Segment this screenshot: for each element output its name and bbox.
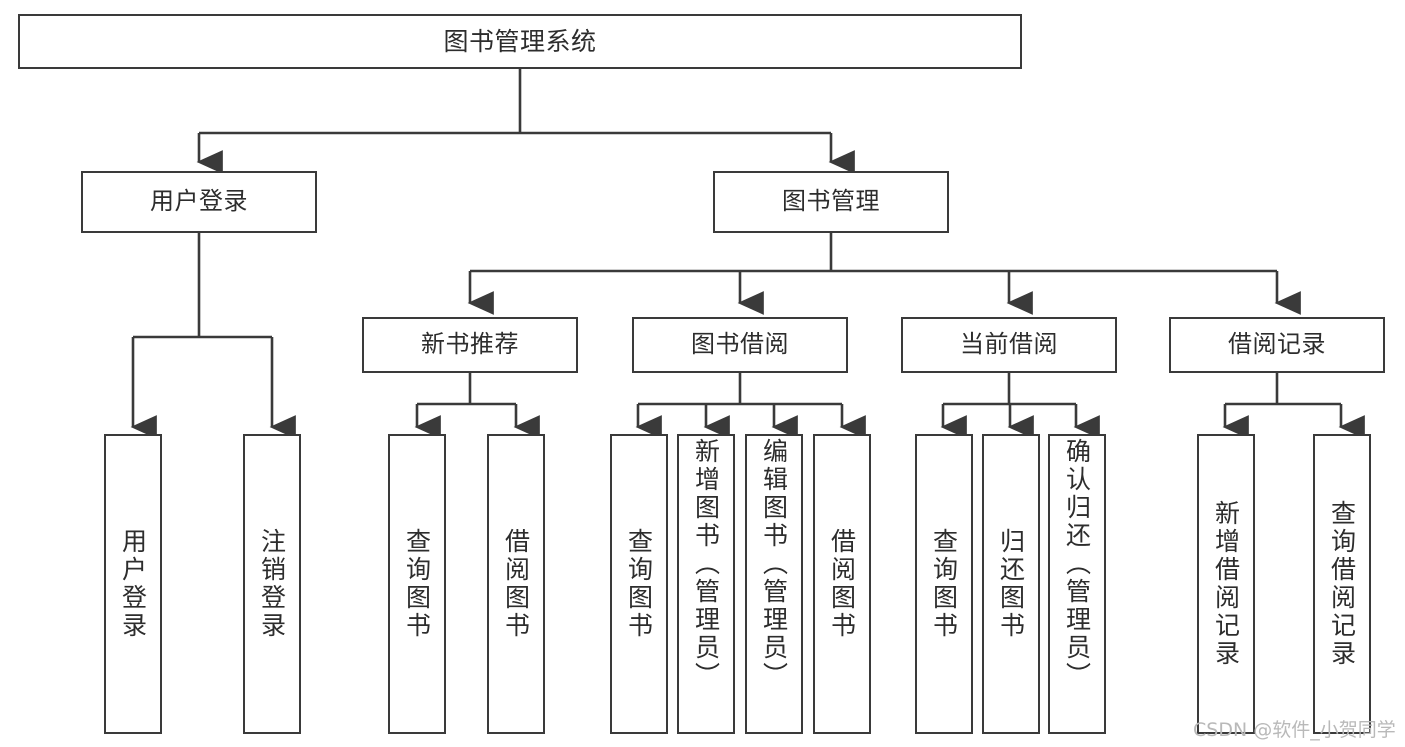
node-label: 新增借阅记录	[1211, 500, 1241, 668]
node-label: 注销登录	[257, 528, 287, 640]
leaf-new-book-borrow[interactable]: 借阅图书	[487, 434, 545, 734]
leaf-records-query[interactable]: 查询借阅记录	[1313, 434, 1371, 734]
leaf-records-add[interactable]: 新增借阅记录	[1197, 434, 1255, 734]
node-label: 查询图书	[624, 528, 654, 640]
node-label: 借阅图书	[501, 528, 531, 640]
leaf-user-login-login[interactable]: 用户登录	[104, 434, 162, 734]
node-borrow-records[interactable]: 借阅记录	[1169, 317, 1385, 373]
node-label: 借阅记录	[1228, 330, 1326, 359]
leaf-new-book-query[interactable]: 查询图书	[388, 434, 446, 734]
leaf-current-borrow-return[interactable]: 归还图书	[982, 434, 1040, 734]
node-label: 查询图书	[402, 528, 432, 640]
node-label: 当前借阅	[960, 330, 1058, 359]
leaf-book-borrow-borrow[interactable]: 借阅图书	[813, 434, 871, 734]
node-label: 图书借阅	[691, 330, 789, 359]
node-new-book-recommend[interactable]: 新书推荐	[362, 317, 578, 373]
node-label: 查询借阅记录	[1327, 500, 1357, 668]
node-label: 图书管理	[782, 187, 880, 216]
leaf-book-borrow-add-admin[interactable]: 新增图书（管理员）	[677, 434, 735, 734]
node-book-borrow[interactable]: 图书借阅	[632, 317, 848, 373]
leaf-current-borrow-query[interactable]: 查询图书	[915, 434, 973, 734]
leaf-book-borrow-query[interactable]: 查询图书	[610, 434, 668, 734]
node-current-borrow[interactable]: 当前借阅	[901, 317, 1117, 373]
node-label: 用户登录	[150, 187, 248, 216]
node-label: 查询图书	[929, 528, 959, 640]
node-label: 新书推荐	[421, 330, 519, 359]
csdn-watermark: CSDN @软件_小贺同学	[1193, 719, 1396, 741]
node-label: 图书管理系统	[443, 27, 597, 56]
node-label: 确认归还（管理员）	[1062, 438, 1092, 690]
leaf-book-borrow-edit-admin[interactable]: 编辑图书（管理员）	[745, 434, 803, 734]
node-label: 编辑图书（管理员）	[759, 438, 789, 690]
node-label: 用户登录	[118, 528, 148, 640]
node-root-system[interactable]: 图书管理系统	[18, 14, 1022, 69]
node-user-login[interactable]: 用户登录	[81, 171, 317, 233]
node-label: 归还图书	[996, 528, 1026, 640]
node-label: 新增图书（管理员）	[691, 438, 721, 690]
leaf-user-login-logout[interactable]: 注销登录	[243, 434, 301, 734]
node-book-management[interactable]: 图书管理	[713, 171, 949, 233]
node-label: 借阅图书	[827, 528, 857, 640]
leaf-current-borrow-confirm-admin[interactable]: 确认归还（管理员）	[1048, 434, 1106, 734]
